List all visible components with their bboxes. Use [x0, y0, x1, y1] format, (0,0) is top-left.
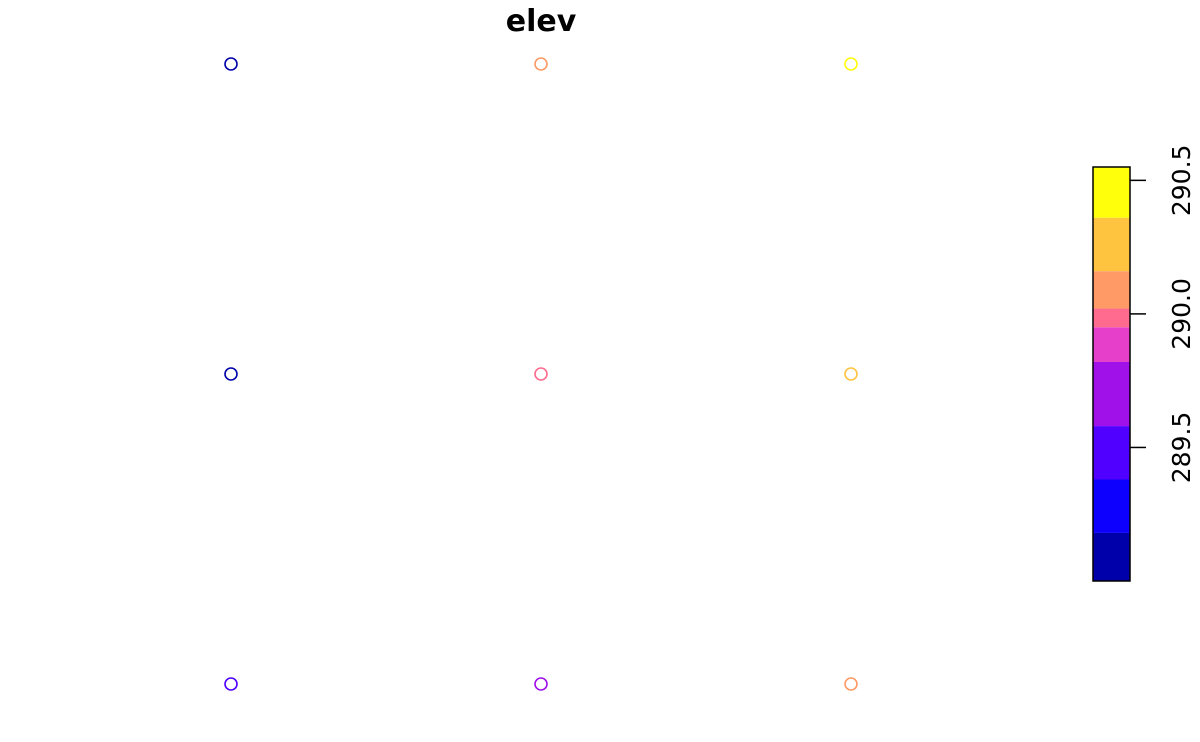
legend-frame: [1092, 166, 1131, 582]
legend-bin: [1093, 532, 1130, 581]
data-point: [844, 677, 858, 691]
legend-bin: [1093, 327, 1130, 362]
data-point: [534, 57, 548, 71]
data-point: [534, 367, 548, 381]
legend-tick-label: 290.0: [1167, 278, 1196, 350]
data-point: [224, 57, 238, 71]
legend-bin: [1093, 361, 1130, 427]
legend-bin: [1093, 217, 1130, 272]
legend-bin: [1093, 167, 1130, 218]
legend-bin: [1093, 308, 1130, 328]
data-point: [534, 677, 548, 691]
legend-bin: [1093, 271, 1130, 309]
data-point: [844, 367, 858, 381]
legend-tick-label: 289.5: [1167, 412, 1196, 484]
legend-bin: [1093, 479, 1130, 533]
legend-ticks: 289.5 290.0 290.5: [1130, 145, 1196, 484]
color-legend: 289.5 290.0 290.5: [1092, 145, 1196, 582]
data-point: [844, 57, 858, 71]
legend-tick-label: 290.5: [1167, 145, 1196, 217]
legend-bins: [1093, 167, 1130, 581]
point-layer: [224, 57, 858, 691]
chart-title: elev: [506, 4, 577, 39]
data-point: [224, 677, 238, 691]
data-point: [224, 367, 238, 381]
legend-bin: [1093, 426, 1130, 480]
